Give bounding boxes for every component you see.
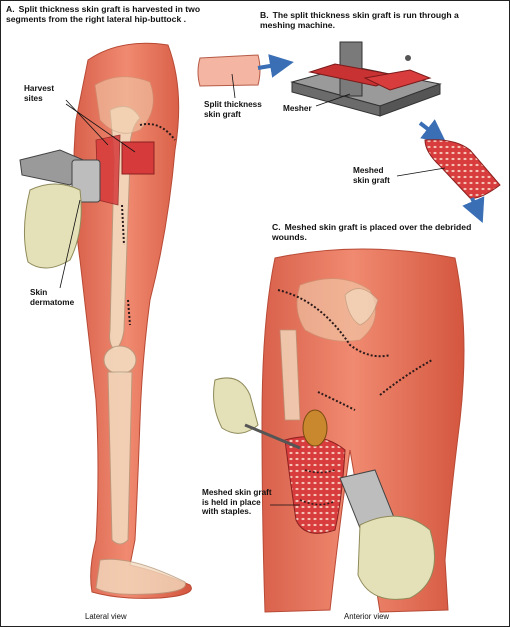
label-anterior-view: Anterior view: [344, 612, 390, 621]
panel-c-caption: C.Meshed skin graft is placed over the d…: [272, 222, 492, 242]
panel-b-caption: B.The split thickness skin graft is run …: [260, 10, 490, 30]
panel-a-leaders: [59, 99, 136, 289]
forceps-and-gloves: [213, 377, 435, 600]
label-mesher: Mesher: [283, 104, 312, 113]
harvest-site-graft: [121, 141, 155, 175]
arrow-down: [462, 196, 485, 224]
skin-dermatome: [19, 149, 101, 269]
panel-c-caption-text: Meshed skin graft is placed over the deb…: [272, 222, 472, 242]
arrow-to-meshed: [418, 119, 447, 144]
panel-b-letter: B.: [260, 10, 269, 20]
label-meshed-staples: Meshed skin graft is held in place with …: [202, 488, 272, 517]
glove-hand-c-right: [357, 515, 435, 600]
graft-in-place: [284, 436, 346, 534]
split-graft-strip: [197, 54, 261, 87]
label-harvest-sites: Harvest sites: [24, 84, 55, 103]
label-lateral-view: Lateral view: [85, 612, 127, 621]
meshed-graft-sheet: [424, 139, 501, 199]
panel-a-caption-text: Split thickness skin graft is harvested …: [6, 4, 201, 24]
panel-b-caption-text: The split thickness skin graft is run th…: [260, 10, 459, 30]
arrow-to-mesher: [257, 54, 294, 78]
lateral-leg: [73, 42, 192, 599]
label-split-graft: Split thickness skin graft: [204, 100, 262, 119]
panel-b-leaders: [231, 73, 446, 177]
panel-a-caption: A.Split thickness skin graft is harveste…: [6, 4, 238, 24]
label-skin-dermatome: Skin dermatome: [30, 288, 75, 307]
label-meshed-graft: Meshed skin graft: [353, 166, 390, 185]
glove-hand-a: [23, 183, 82, 269]
panel-a-letter: A.: [6, 4, 15, 14]
glove-hand-c-left: [213, 377, 259, 434]
panel-c-letter: C.: [272, 222, 281, 232]
